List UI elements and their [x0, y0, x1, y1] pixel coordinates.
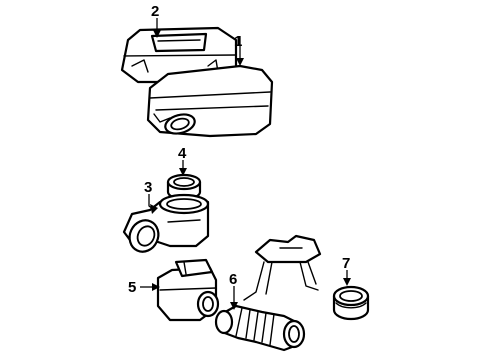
callout-5: 5	[128, 279, 136, 296]
air-flow-sensor	[156, 258, 220, 322]
callout-6: 6	[229, 271, 237, 288]
air-cleaner-housing	[146, 64, 274, 138]
callout-1: 1	[234, 33, 242, 50]
callout-2: 2	[151, 3, 159, 20]
hose-clamp	[332, 285, 370, 321]
callout-7: 7	[342, 255, 350, 272]
leader-lines	[140, 18, 351, 310]
intake-hose	[214, 304, 306, 352]
elbow-duct	[122, 193, 210, 253]
callout-4: 4	[178, 145, 187, 162]
callout-3: 3	[144, 179, 152, 196]
mounting-bracket	[243, 234, 322, 301]
